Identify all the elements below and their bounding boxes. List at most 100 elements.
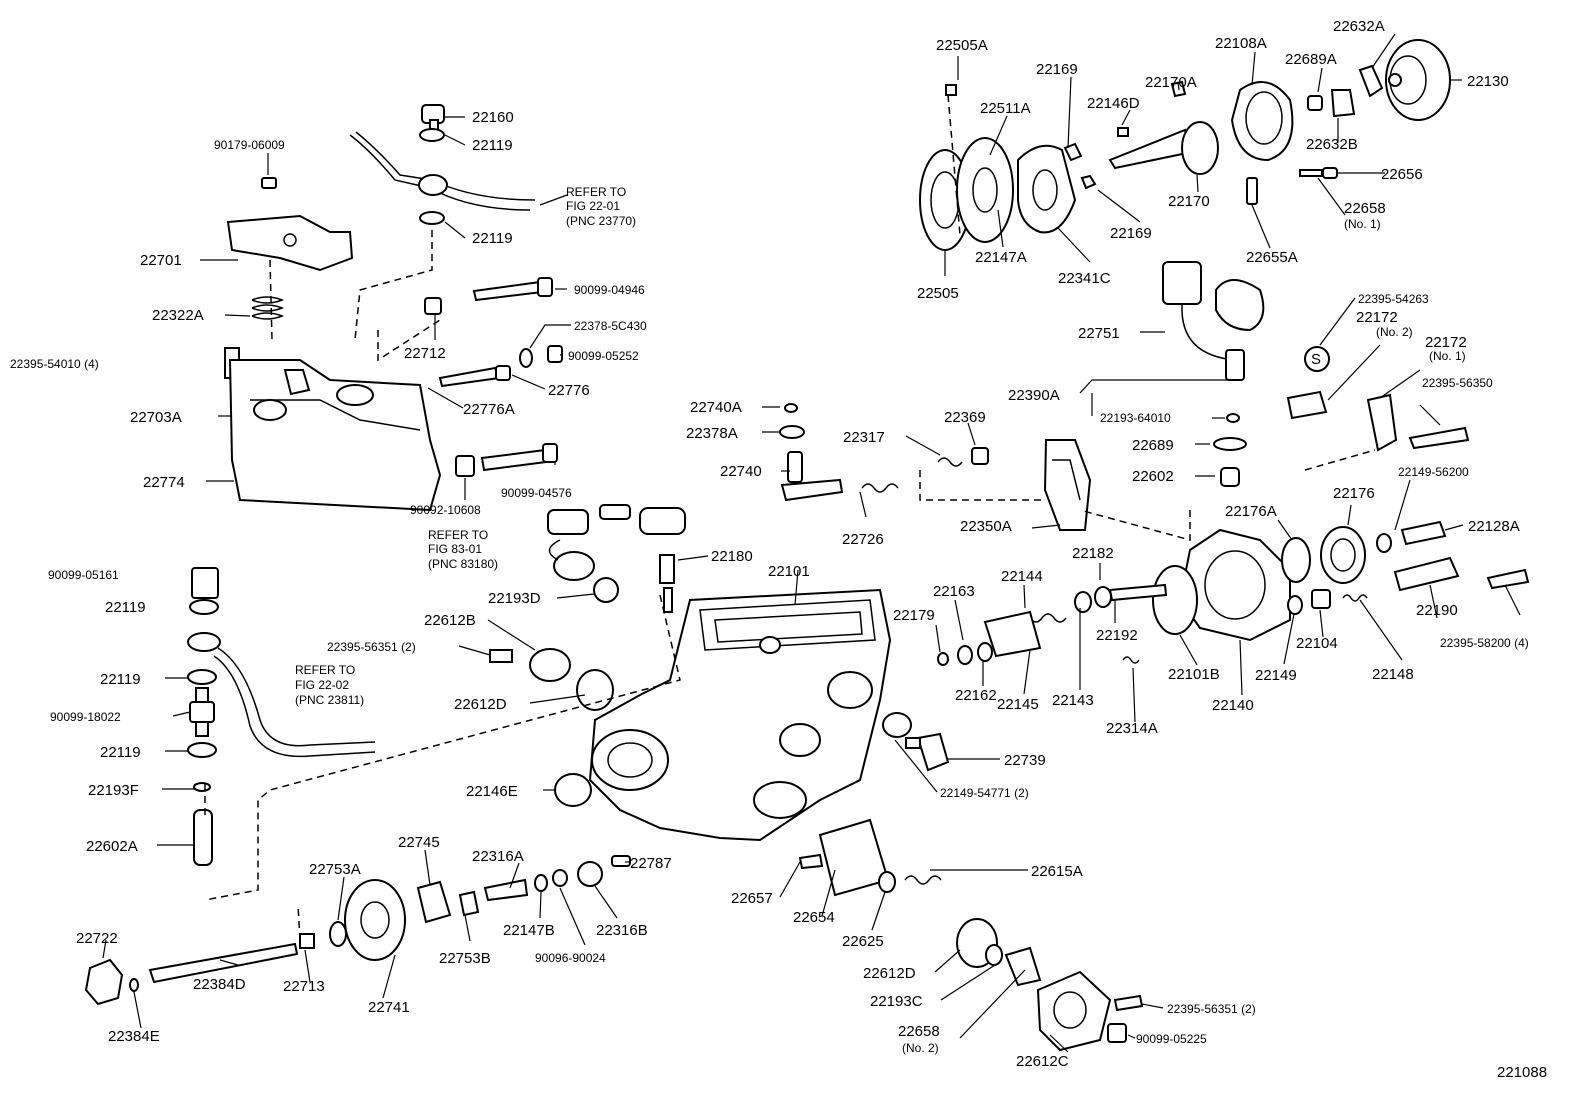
drive-coupling (919, 39, 1451, 251)
label-22658-no1: 22658 (1344, 200, 1386, 217)
refer-fig-22-01-line2: FIG 22-01 (566, 199, 620, 213)
part-labels: 22505A 22169 22170A 22108A 22632A 22689A… (10, 18, 1547, 1081)
label-22369: 22369 (944, 409, 986, 426)
label-22193-64010: 22193-64010 (1100, 411, 1171, 425)
label-22655A: 22655A (1246, 249, 1298, 266)
label-22163: 22163 (933, 583, 975, 600)
refer-fig-83-01-line2: FIG 83-01 (428, 542, 482, 556)
label-22602: 22602 (1132, 468, 1174, 485)
label-22753B: 22753B (439, 950, 491, 967)
refer-fig-22-02-line2: FIG 22-02 (295, 678, 349, 692)
label-22395-56350: 22395-56350 (1422, 376, 1493, 390)
label-22395-56351-a: 22395-56351 (2) (327, 640, 416, 654)
label-22395-54010: 22395-54010 (4) (10, 357, 99, 371)
label-22787: 22787 (630, 855, 672, 872)
label-22658-no2: 22658 (898, 1023, 940, 1040)
label-22612D-lower: 22612D (863, 965, 916, 982)
label-22148: 22148 (1372, 666, 1414, 683)
middle-parts (489, 261, 1265, 711)
label-22149-54771: 22149-54771 (2) (940, 786, 1029, 800)
label-22701: 22701 (140, 252, 182, 269)
refer-fig-22-02-line1: REFER TO (295, 663, 355, 677)
lower-parts (84, 855, 631, 1006)
refer-fig-22-01-line1: REFER TO (566, 185, 626, 199)
label-22378-5C430: 22378-5C430 (574, 319, 647, 333)
label-22740A: 22740A (690, 399, 742, 416)
label-90096-90024: 90096-90024 (535, 951, 606, 965)
label-90099-04576: 90099-04576 (501, 486, 572, 500)
label-22753A: 22753A (309, 861, 361, 878)
figure-number: 221088 (1497, 1064, 1547, 1081)
label-22172-no2: 22172 (1356, 309, 1398, 326)
label-22384D: 22384D (193, 976, 246, 993)
label-22612C: 22612C (1016, 1053, 1069, 1070)
fuel-line-parts (187, 567, 376, 866)
label-22726: 22726 (842, 531, 884, 548)
label-22119-b: 22119 (472, 230, 513, 247)
label-22146D: 22146D (1087, 95, 1140, 112)
label-22101: 22101 (768, 563, 810, 580)
label-22395-56351-b: 22395-56351 (2) (1167, 1002, 1256, 1016)
label-22119-a: 22119 (472, 137, 513, 154)
label-22192: 22192 (1096, 627, 1138, 644)
governor-cover (224, 104, 563, 512)
pump-body (554, 588, 950, 842)
label-22119-e: 22119 (100, 744, 141, 761)
label-22314A: 22314A (1106, 720, 1158, 737)
label-22632B: 22632B (1306, 136, 1358, 153)
label-22751: 22751 (1078, 325, 1120, 342)
label-90099-04946: 90099-04946 (574, 283, 645, 297)
label-22741: 22741 (368, 999, 410, 1016)
label-22147B: 22147B (503, 922, 555, 939)
label-22602A: 22602A (86, 838, 138, 855)
label-22101B: 22101B (1168, 666, 1220, 683)
label-22145: 22145 (997, 696, 1039, 713)
label-22172-no2-note: (No. 2) (1376, 325, 1413, 339)
label-22712: 22712 (404, 345, 446, 362)
label-22722: 22722 (76, 930, 118, 947)
label-22140: 22140 (1212, 697, 1254, 714)
label-22119-d: 22119 (100, 671, 141, 688)
label-22774: 22774 (143, 474, 185, 491)
label-22395-54263: 22395-54263 (1358, 292, 1429, 306)
label-22658-no2-note: (No. 2) (902, 1041, 939, 1055)
label-22322A: 22322A (152, 307, 204, 324)
label-22104: 22104 (1296, 635, 1338, 652)
label-22193C: 22193C (870, 993, 923, 1010)
s-mark: S (1311, 351, 1321, 368)
label-22689: 22689 (1132, 437, 1174, 454)
label-22390A: 22390A (1008, 387, 1060, 404)
refer-fig-83-01-line3: (PNC 83180) (428, 557, 498, 571)
label-22505A: 22505A (936, 37, 988, 54)
label-22316A: 22316A (472, 848, 524, 865)
label-22316B: 22316B (596, 922, 648, 939)
refer-fig-83-01-line1: REFER TO (428, 528, 488, 542)
label-90099-05252: 90099-05252 (568, 349, 639, 363)
label-22378A: 22378A (686, 425, 738, 442)
label-22119-c: 22119 (105, 599, 146, 616)
label-22739: 22739 (1004, 752, 1046, 769)
refer-fig-22-02-line3: (PNC 23811) (295, 693, 364, 707)
label-22689A: 22689A (1285, 51, 1337, 68)
label-22172-no1: 22172 (1425, 334, 1467, 351)
refer-fig-22-01-line3: (PNC 23770) (566, 214, 636, 228)
label-22180: 22180 (711, 548, 753, 565)
lower-middle-parts (798, 818, 1144, 1052)
label-22128A: 22128A (1468, 518, 1520, 535)
label-22657: 22657 (731, 890, 773, 907)
label-22654: 22654 (793, 909, 835, 926)
pump-head: S (937, 346, 1530, 666)
label-22160: 22160 (472, 109, 514, 126)
label-22162: 22162 (955, 687, 997, 704)
label-22193D: 22193D (488, 590, 541, 607)
label-22505: 22505 (917, 285, 959, 302)
label-22632A: 22632A (1333, 18, 1385, 35)
label-22169-top: 22169 (1036, 61, 1078, 78)
label-22108A: 22108A (1215, 35, 1267, 52)
part-drawings: S (84, 39, 1530, 1052)
label-90099-05161: 90099-05161 (48, 568, 119, 582)
label-22615A: 22615A (1031, 863, 1083, 880)
label-22703A: 22703A (130, 409, 182, 426)
label-22395-58200: 22395-58200 (4) (1440, 636, 1529, 650)
label-22149: 22149 (1255, 667, 1297, 684)
